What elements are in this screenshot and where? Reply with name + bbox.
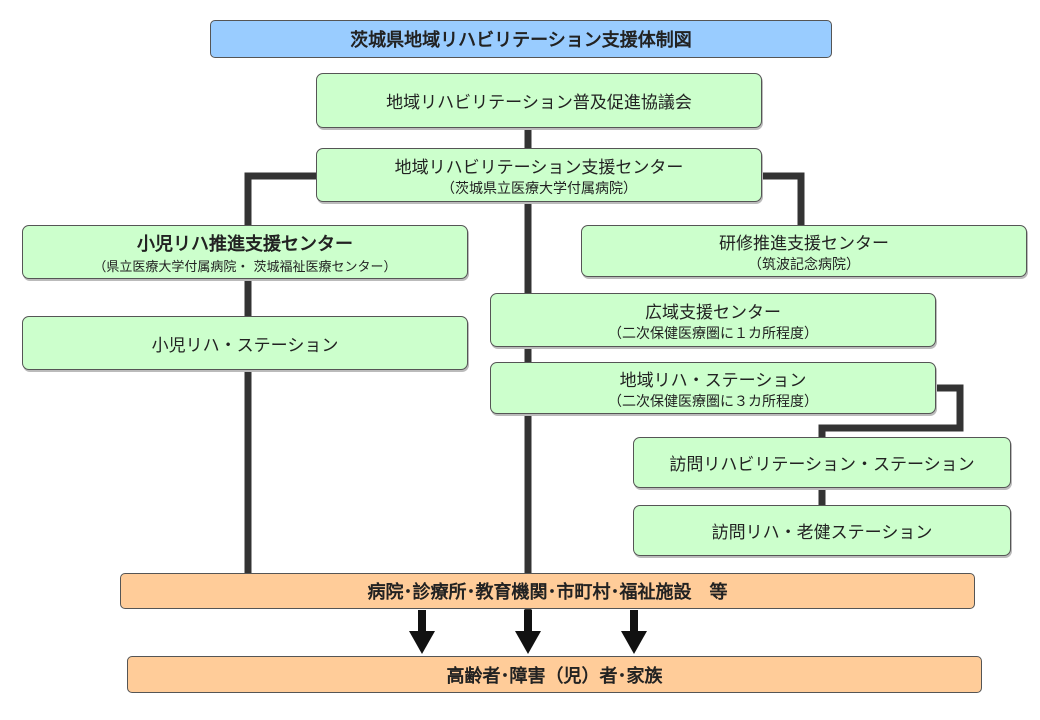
arrow-left-head [409,631,435,654]
local-visit-line [818,384,964,438]
training-center-sub: （筑波記念病院） [748,256,860,273]
wide-center-name: 広域支援センター [645,302,781,323]
wide-center-sub: （二次保健医療圏に１カ所程度） [608,325,818,342]
wide-center-box: 広域支援センター （二次保健医療圏に１カ所程度） [490,293,936,347]
visit-station-label: 訪問リハビリテーション・ステーション [669,455,975,475]
right-branch-line [762,172,805,226]
diagram-title-text: 茨城県地域リハビリテーション支援体制図 [350,30,692,51]
support-center-box: 地域リハビリテーション支援センター （茨城県立医療大学付属病院） [316,148,762,202]
diagram-title: 茨城県地域リハビリテーション支援体制図 [210,20,832,58]
left-branch-line [244,172,318,226]
institutions-box: 病院･診療所･教育機関･市町村･福祉施設 等 [120,573,975,609]
elderly-station-label: 訪問リハ・老健ステーション [711,523,933,543]
training-center-name: 研修推進支援センター [719,233,889,254]
support-center-sub: （茨城県立医療大学付属病院） [441,180,637,197]
council-label: 地域リハビリテーション普及促進協議会 [386,93,692,113]
local-station-box: 地域リハ・ステーション （二次保健医療圏に３カ所程度） [490,362,936,414]
institutions-label: 病院･診療所･教育機関･市町村･福祉施設 等 [367,582,728,603]
child-center-name: 小児リハ推進支援センター [137,233,353,255]
local-station-sub: （二次保健医療圏に３カ所程度） [608,393,818,410]
council-box: 地域リハビリテーション普及促進協議会 [316,73,762,128]
child-center-box: 小児リハ推進支援センター （県立医療大学付属病院・ 茨城福祉医療センター） [22,225,468,279]
child-station-box: 小児リハ・ステーション [22,316,468,370]
recipients-label: 高齢者･障害（児）者･家族 [446,665,663,687]
arrow-mid-head [515,631,541,654]
child-station-label: 小児リハ・ステーション [151,335,339,356]
visit-station-box: 訪問リハビリテーション・ステーション [633,437,1011,488]
arrow-right-head [621,631,647,654]
child-center-sub: （県立医療大学付属病院・ 茨城福祉医療センター） [93,259,397,275]
recipients-box: 高齢者･障害（児）者･家族 [127,656,982,693]
elderly-station-box: 訪問リハ・老健ステーション [633,505,1011,556]
local-station-name: 地域リハ・ステーション [619,370,807,391]
support-center-name: 地域リハビリテーション支援センター [394,157,684,178]
training-center-box: 研修推進支援センター （筑波記念病院） [581,225,1027,277]
